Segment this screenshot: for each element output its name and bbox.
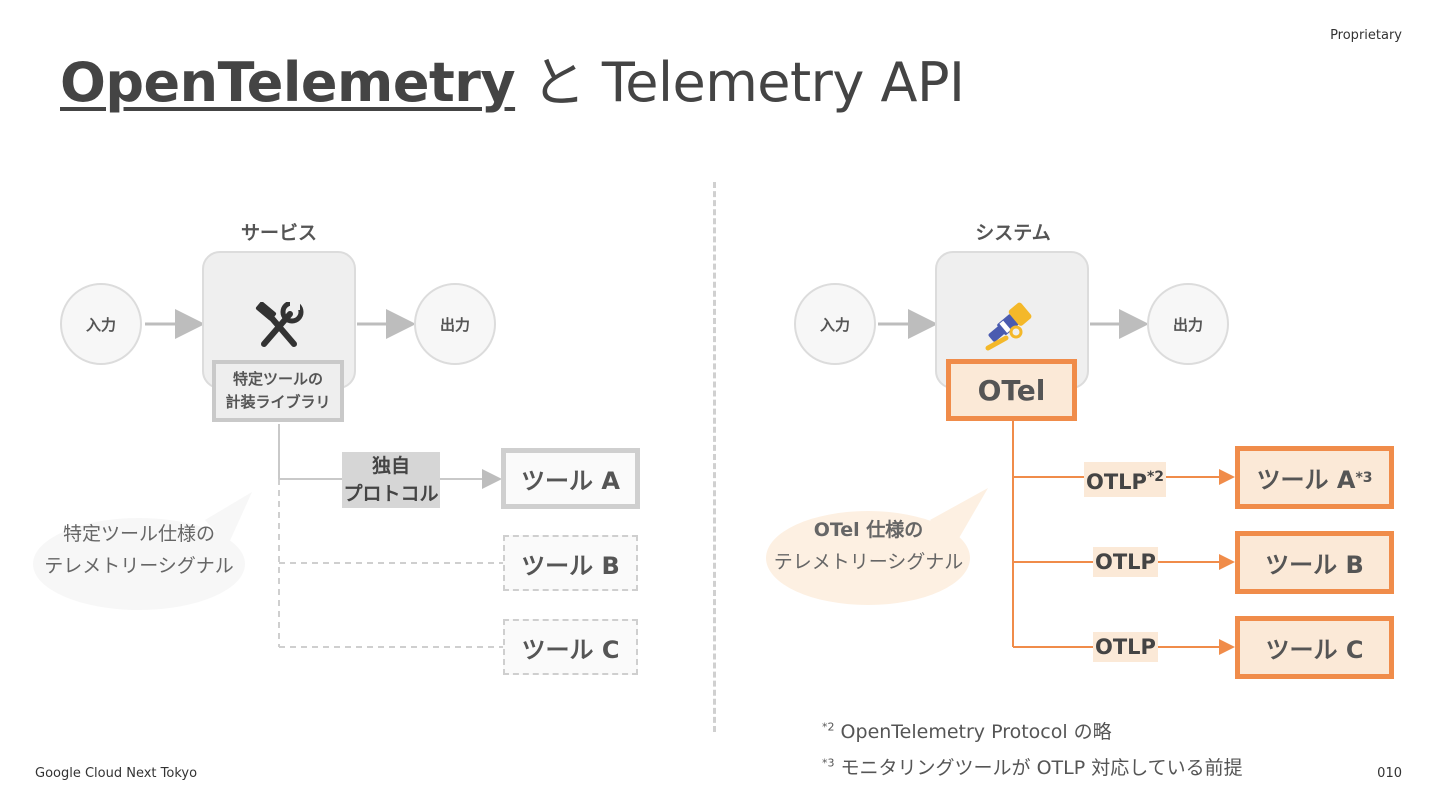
left-tool-b: ツール B	[503, 535, 638, 591]
otlp-a-text: OTLP	[1086, 470, 1147, 494]
left-bubble-line1: 特定ツール仕様の	[62, 523, 215, 545]
left-tool-a: ツール A	[501, 448, 640, 509]
protocol-line1: 独自	[371, 455, 410, 477]
proprietary-label: Proprietary	[1330, 28, 1402, 43]
instrumentation-library-box: 特定ツールの 計装ライブラリ	[212, 360, 344, 422]
right-input-label: 入力	[819, 315, 850, 334]
footnote-3-text: モニタリングツールが OTLP 対応している前提	[840, 757, 1243, 779]
otlp-c-text: OTLP	[1095, 635, 1156, 659]
otel-box: OTel	[946, 359, 1077, 421]
left-header-service: サービス	[240, 222, 317, 244]
footnote-3-mark: *3	[822, 756, 835, 770]
otlp-a-sup: *2	[1146, 469, 1165, 485]
otlp-label-a: OTLP*2	[1084, 462, 1167, 497]
library-line1: 特定ツールの	[232, 370, 323, 388]
footnote-2-text: OpenTelemetry Protocol の略	[840, 721, 1112, 743]
right-tool-b-label: ツール B	[1265, 551, 1364, 579]
footnote-2: *2 OpenTelemetry Protocol の略	[822, 717, 1112, 744]
right-tool-c-label: ツール C	[1265, 636, 1364, 664]
right-tool-c: ツール C	[1235, 616, 1394, 679]
title-opentelemetry: OpenTelemetry	[60, 51, 516, 114]
left-speech-bubble	[33, 492, 252, 610]
otlp-label-c: OTLP	[1093, 632, 1158, 662]
otlp-label-b: OTLP	[1093, 547, 1158, 577]
telescope-icon	[980, 294, 1040, 354]
right-tool-b: ツール B	[1235, 531, 1394, 594]
left-bubble-text: 特定ツール仕様の テレメトリーシグナル	[34, 518, 244, 582]
left-output-label: 出力	[439, 315, 470, 334]
left-tool-a-label: ツール A	[521, 467, 620, 495]
left-tool-b-label: ツール B	[521, 551, 620, 580]
library-line2: 計装ライブラリ	[225, 393, 331, 411]
left-output-node: 出力	[414, 283, 496, 365]
otel-label: OTel	[977, 373, 1046, 407]
right-header-system: システム	[975, 222, 1051, 244]
footer-event-name: Google Cloud Next Tokyo	[35, 766, 198, 781]
right-output-node: 出力	[1147, 283, 1229, 365]
page-title: OpenTelemetry と Telemetry API	[60, 38, 965, 117]
left-input-node: 入力	[60, 283, 142, 365]
left-tool-c: ツール C	[503, 619, 638, 675]
proprietary-protocol-label: 独自 プロトコル	[342, 452, 440, 508]
footnote-3: *3 モニタリングツールが OTLP 対応している前提	[822, 753, 1243, 780]
right-tool-a-sup: *3	[1355, 469, 1373, 486]
title-rest: と Telemetry API	[531, 51, 965, 114]
footnote-2-mark: *2	[822, 720, 835, 734]
left-input-label: 入力	[85, 315, 116, 334]
center-divider	[713, 182, 716, 732]
right-bubble-line2: テレメトリーシグナル	[773, 551, 964, 573]
right-bubble-text: OTel 仕様の テレメトリーシグナル	[766, 514, 971, 578]
left-bubble-line2: テレメトリーシグナル	[44, 555, 234, 577]
right-input-node: 入力	[794, 283, 876, 365]
right-bubble-line1: OTel 仕様の	[813, 519, 924, 541]
hammer-wrench-icon	[252, 300, 306, 350]
right-tool-a: ツール A*3	[1235, 446, 1394, 509]
right-tool-a-label: ツール A	[1256, 466, 1356, 494]
otlp-b-text: OTLP	[1095, 550, 1156, 574]
protocol-line2: プロトコル	[343, 483, 439, 505]
right-output-label: 出力	[1172, 315, 1203, 334]
right-speech-bubble	[766, 488, 988, 605]
page-number: 010	[1377, 766, 1402, 781]
left-tool-c-label: ツール C	[521, 635, 620, 664]
